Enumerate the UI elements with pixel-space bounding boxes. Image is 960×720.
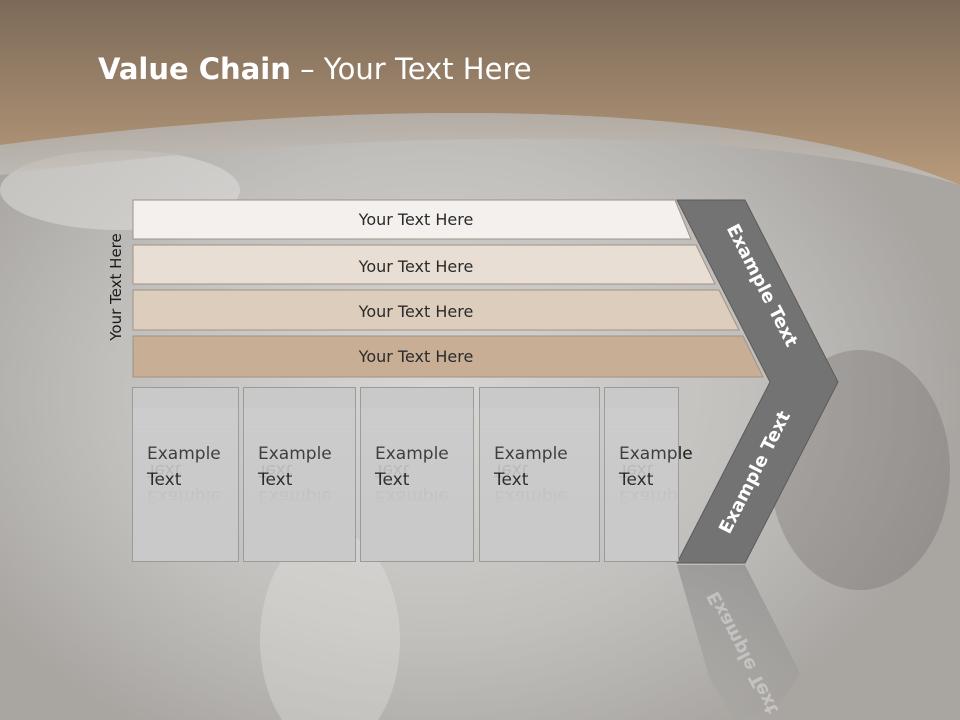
bar-1-label: Your Text Here	[358, 210, 474, 229]
example-cell-1-reflection: Example Text	[132, 408, 239, 563]
example-cell-2-text: Example Text	[258, 441, 332, 493]
example-cell-3-reflection-text: Example Text	[375, 460, 449, 506]
bar-2[interactable]	[132, 244, 716, 285]
example-cell-5-text: Example Text	[619, 441, 693, 493]
bars: Your Text Here Your Text Here Your Text …	[132, 199, 764, 378]
example-cell-3[interactable]: Example Text	[360, 387, 474, 562]
bar-4-label: Your Text Here	[358, 347, 474, 366]
chevron-arrow[interactable]	[676, 199, 839, 564]
bar-3[interactable]	[132, 289, 740, 331]
example-cell-2[interactable]: Example Text	[243, 387, 356, 562]
example-cell-1[interactable]: Example Text	[132, 387, 239, 562]
example-cell-5-reflection-text: Example Text	[619, 460, 679, 506]
header-band	[0, 0, 960, 185]
background-leg-highlight	[260, 530, 400, 720]
example-cell-2-reflection-text: Example Text	[258, 460, 332, 506]
example-cell-5[interactable]: Example Text	[604, 387, 693, 562]
slide-title-bold: Value Chain	[98, 52, 291, 86]
example-cell-2-reflection: Example Text	[243, 408, 356, 563]
bar-2-label: Your Text Here	[358, 257, 474, 276]
chevron-reflection	[677, 565, 800, 720]
slide-title: Value Chain – Your Text Here	[98, 52, 532, 86]
example-cell-1-reflection-text: Example Text	[147, 460, 221, 506]
example-cell-5-reflection: Example Text	[604, 408, 679, 563]
header-arc	[0, 112, 960, 185]
bar-4[interactable]	[132, 335, 764, 378]
example-cell-3-reflection: Example Text	[360, 408, 474, 563]
example-cell-4-reflection: Example Text	[479, 408, 600, 563]
example-cell-4[interactable]: Example Text	[479, 387, 600, 562]
bar-3-label: Your Text Here	[358, 302, 474, 321]
bar-1[interactable]	[132, 199, 692, 240]
example-cell-4-text: Example Text	[494, 441, 568, 493]
example-cell-4-reflection-text: Example Text	[494, 460, 568, 506]
example-cell-1-text: Example Text	[147, 441, 221, 493]
example-cell-3-text: Example Text	[375, 441, 449, 493]
slide-title-rest: – Your Text Here	[290, 52, 532, 86]
